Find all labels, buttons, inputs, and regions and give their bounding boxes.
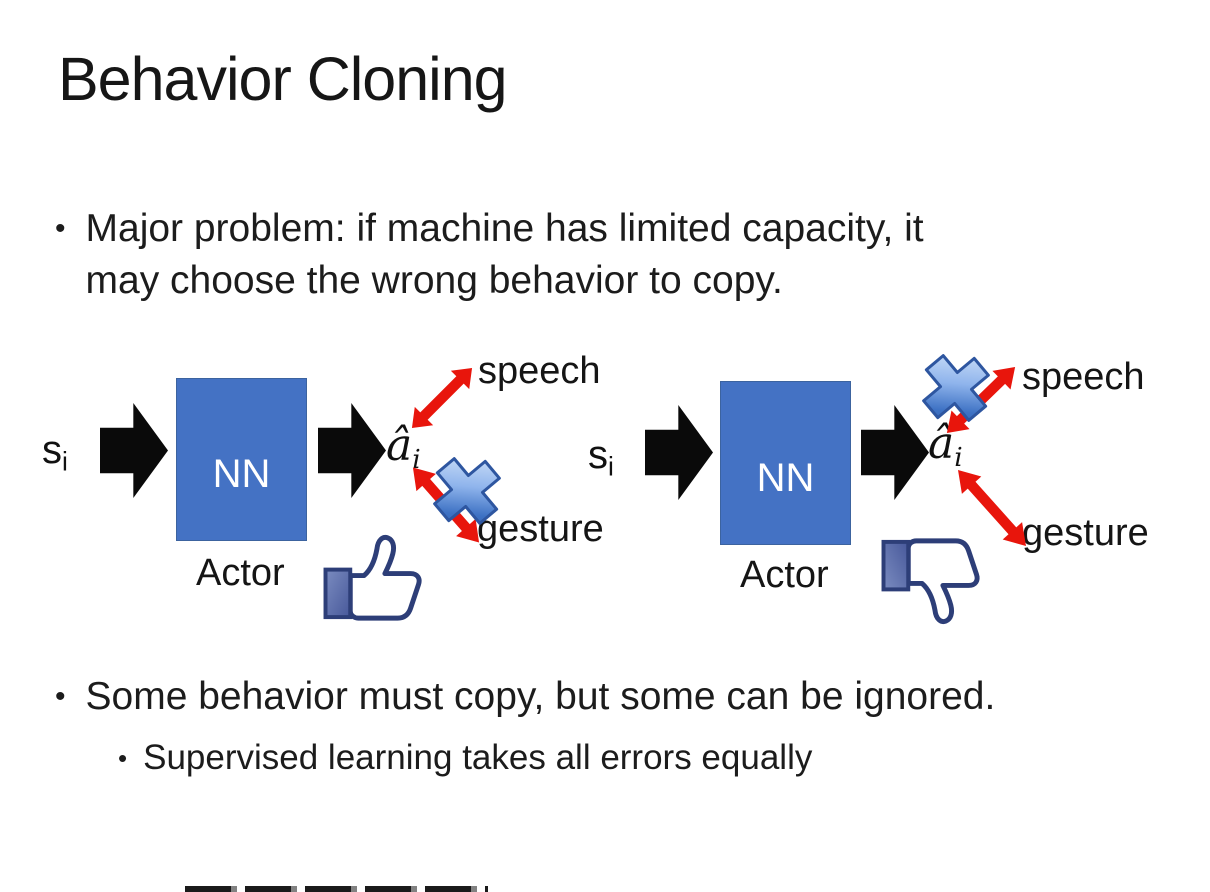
left-output-arrow-icon <box>318 403 386 498</box>
action-symbol: â <box>928 418 955 469</box>
right-output-action-label: âi <box>928 418 963 473</box>
right-actor-label: Actor <box>740 554 829 596</box>
slide-title: Behavior Cloning <box>58 45 508 113</box>
left-input-arrow-icon <box>100 403 168 498</box>
left-actor-label: Actor <box>196 552 285 594</box>
bullet-some-behavior: • Some behavior must copy, but some can … <box>55 671 995 723</box>
action-subscript: i <box>412 443 421 475</box>
action-symbol: â <box>386 420 413 471</box>
sub-bullet-supervised-text: Supervised learning takes all errors equ… <box>143 738 813 777</box>
sub-bullet-supervised: • Supervised learning takes all errors e… <box>118 735 812 781</box>
thumb-hand-shape <box>347 535 422 621</box>
nn-label: NN <box>756 455 815 500</box>
thumb-hand-shape <box>905 538 980 624</box>
left-speech-label: speech <box>478 350 601 392</box>
left-input-state-label: si <box>42 428 68 477</box>
left-gesture-label: gesture <box>477 508 604 550</box>
state-subscript: i <box>608 451 614 482</box>
nn-label: NN <box>212 452 271 496</box>
bullet-line-2: may choose the wrong behavior to copy. <box>85 259 783 302</box>
bullet-marker: • <box>55 212 66 245</box>
left-nn-box: NN <box>176 378 307 541</box>
state-subscript: i <box>62 446 68 477</box>
bullet-some-behavior-text: Some behavior must copy, but some can be… <box>85 675 996 718</box>
right-gesture-label: gesture <box>1022 512 1149 554</box>
right-input-arrow-icon <box>645 405 713 500</box>
clipped-text-artifact <box>185 886 488 892</box>
action-subscript: i <box>954 441 963 473</box>
right-input-state-label: si <box>588 433 614 482</box>
right-speech-label: speech <box>1022 356 1145 398</box>
thumbs-down-icon <box>881 538 980 624</box>
bullet-major-problem: • Major problem: if machine has limited … <box>55 203 924 307</box>
thumb-cuff-shape <box>881 539 911 592</box>
bullet-marker: • <box>118 743 128 773</box>
thumb-cuff-shape <box>323 567 353 620</box>
bullet-line-1: Major problem: if machine has limited ca… <box>85 207 924 250</box>
right-nn-box: NN <box>720 381 851 545</box>
state-symbol: s <box>588 433 608 477</box>
bullet-major-problem-text: Major problem: if machine has limited ca… <box>86 203 924 307</box>
thumbs-up-icon <box>323 535 422 621</box>
right-output-arrow-icon <box>861 405 929 500</box>
state-symbol: s <box>42 428 62 472</box>
left-output-action-label: âi <box>386 420 421 475</box>
bullet-marker: • <box>55 680 66 713</box>
